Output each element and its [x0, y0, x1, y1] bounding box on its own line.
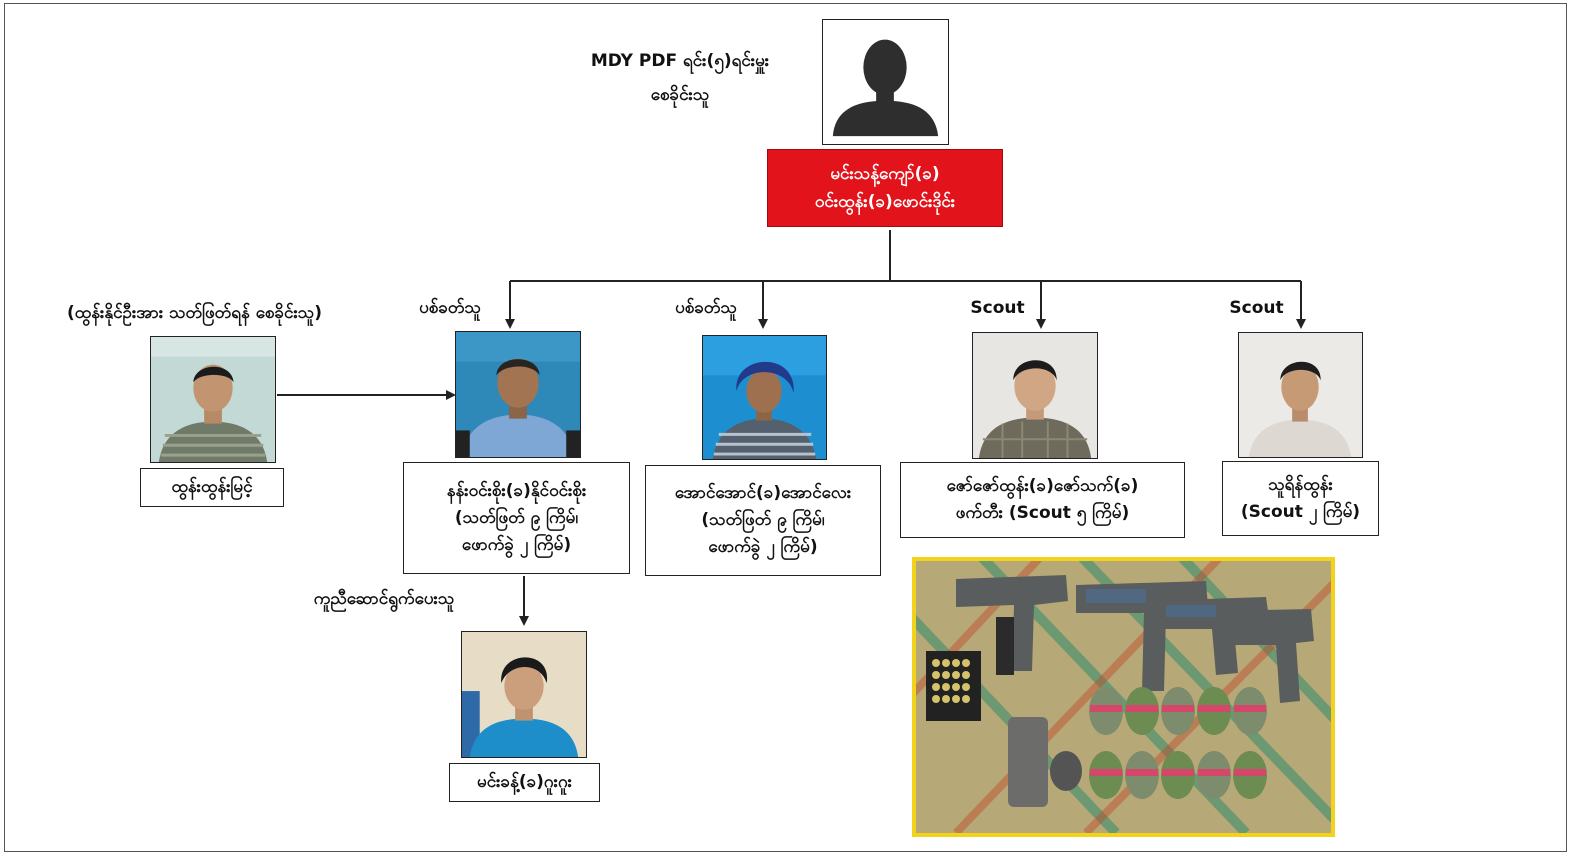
shooter-2-record: ဖောက်ခွဲ ၂ ကြိမ်) — [708, 537, 818, 557]
helper-photo — [461, 631, 587, 758]
shooter-1-details-box: နန်းဝင်းစိုး(ခ)နိုင်ဝင်းစိုး (သတ်ဖြတ် ၉ … — [403, 462, 630, 574]
ordering-person-name-box: ထွန်းထွန်းမြင့် — [140, 468, 284, 507]
leader-caption: MDY PDF ရင်း(၅)ရင်းမှူး စေခိုင်းသူ — [555, 44, 805, 112]
ordering-person-name: ထွန်းထွန်းမြင့် — [171, 477, 253, 497]
role-label-shooter-1: ပစ်ခတ်သူ — [419, 298, 481, 318]
diagram-frame — [4, 3, 1567, 852]
role-label-helper: ကူညီဆောင်ရွက်ပေးသူ — [313, 589, 455, 609]
ordering-caption: (ထွန်းနိုင်ဦးအား သတ်ဖြတ်ရန် စေခိုင်းသူ) — [67, 303, 322, 323]
helper-name: မင်းခန့်(ခ)ဂူးဂူး — [477, 772, 572, 792]
role-label-scout-1: Scout — [970, 298, 1025, 318]
leader-photo — [822, 19, 949, 145]
helper-name-box: မင်းခန့်(ခ)ဂူးဂူး — [449, 763, 600, 802]
leader-caption-line: စေခိုင်းသူ — [650, 85, 710, 105]
shooter-1-record: (သတ်ဖြတ် ၉ ကြိမ်၊ — [454, 507, 579, 528]
leader-name-line: မင်းသန့်ကျော်(ခ) — [830, 164, 940, 184]
leader-name-line: ဝင်းထွန်း(ခ)ဖောင်းဒိုင်း — [814, 192, 956, 212]
leader-name-box: မင်းသန့်ကျော်(ခ) ဝင်းထွန်း(ခ)ဖောင်းဒိုင်… — [767, 149, 1003, 227]
leader-caption-line: MDY PDF ရင်း(၅)ရင်းမှူး — [590, 51, 770, 71]
scout-2-record: (Scout ၂ ကြိမ်) — [1240, 501, 1361, 522]
silhouette-placeholder-icon — [823, 20, 948, 144]
scout-2-details-box: သူရိန်ထွန်း (Scout ၂ ကြိမ်) — [1222, 461, 1379, 536]
scout-1-name: ဇော်ဇော်ထွန်း(ခ)ဇော်သက်(ခ) — [946, 476, 1139, 496]
shooter-1-record: ဖောက်ခွဲ ၂ ကြိမ်) — [461, 534, 572, 555]
shooter-1-photo — [455, 331, 581, 458]
scout-1-record: ဖက်တီး (Scout ၅ ကြိမ်) — [955, 503, 1130, 523]
scout-1-photo — [972, 332, 1098, 459]
shooter-2-details-box: အောင်အောင်(ခ)အောင်လေး (သတ်ဖြတ် ၉ ကြိမ်၊ … — [645, 465, 881, 576]
scout-1-details-box: ဇော်ဇော်ထွန်း(ခ)ဇော်သက်(ခ) ဖက်တီး (Scout… — [900, 462, 1185, 538]
scout-2-photo — [1238, 332, 1363, 458]
role-label-shooter-2: ပစ်ခတ်သူ — [675, 298, 737, 318]
shooter-2-photo — [702, 335, 827, 460]
role-label-scout-2: Scout — [1229, 298, 1284, 318]
shooter-2-name: အောင်အောင်(ခ)အောင်လေး — [674, 483, 852, 503]
seized-weapons-photo — [912, 557, 1335, 837]
shooter-1-name: နန်းဝင်းစိုး(ခ)နိုင်ဝင်းစိုး — [446, 480, 587, 501]
scout-2-name: သူရိန်ထွန်း — [1268, 474, 1333, 495]
ordering-person-photo — [150, 336, 276, 463]
shooter-2-record: (သတ်ဖြတ် ၉ ကြိမ်၊ — [701, 510, 825, 530]
